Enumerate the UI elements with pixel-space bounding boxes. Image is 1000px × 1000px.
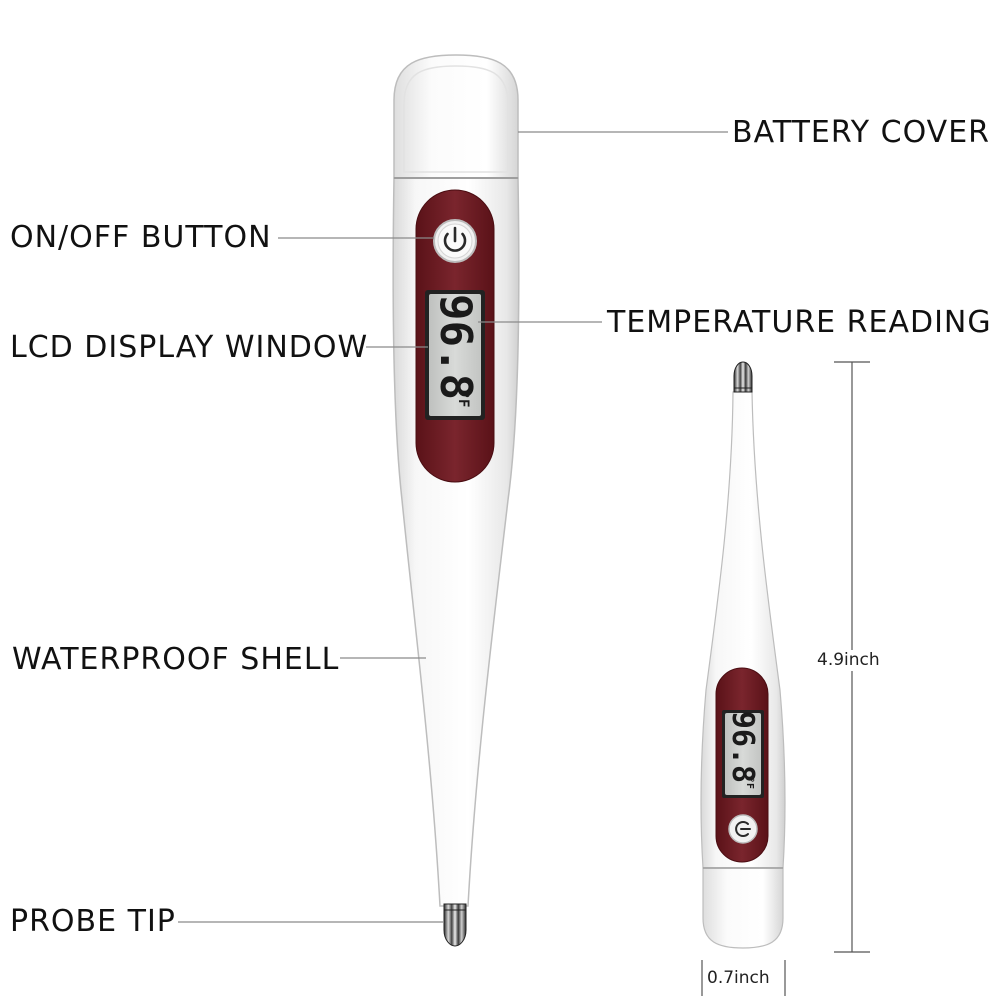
power-button[interactable] — [433, 219, 477, 263]
small-thermometer: 96.8 °F — [700, 361, 786, 949]
probe-tip — [443, 903, 467, 947]
callout-lcd-display-window: LCD DISPLAY WINDOW — [10, 330, 369, 365]
small-power-button[interactable] — [728, 814, 758, 844]
callout-battery-cover: BATTERY COVER — [732, 115, 990, 150]
small-power-icon — [735, 821, 751, 837]
temperature-reading-large: 96.8 °F — [430, 294, 481, 407]
temperature-reading-small: 96.8 °F — [725, 711, 760, 789]
small-probe-tip — [733, 361, 753, 393]
lcd-display-window: 96.8 °F — [425, 290, 485, 420]
small-lcd-window: 96.8 °F — [722, 710, 764, 798]
power-icon — [443, 226, 467, 252]
small-cap — [702, 867, 784, 949]
battery-cover-cap — [393, 54, 519, 179]
reading-unit: °F — [455, 391, 471, 408]
small-reading-digits: 96.8 — [725, 711, 760, 783]
reading-digits: 96.8 — [430, 294, 481, 400]
leader-lines — [178, 131, 728, 923]
length-label: 4.9inch — [817, 650, 880, 671]
callout-on-off-button: ON/OFF BUTTON — [10, 220, 272, 255]
callout-temperature-reading: TEMPERATURE READING — [607, 305, 992, 340]
callout-probe-tip: PROBE TIP — [10, 904, 176, 939]
width-label: 0.7inch — [707, 968, 770, 988]
large-thermometer: 96.8 °F — [392, 54, 520, 947]
callout-waterproof-shell: WATERPROOF SHELL — [12, 642, 340, 677]
small-reading-unit: °F — [744, 777, 755, 789]
